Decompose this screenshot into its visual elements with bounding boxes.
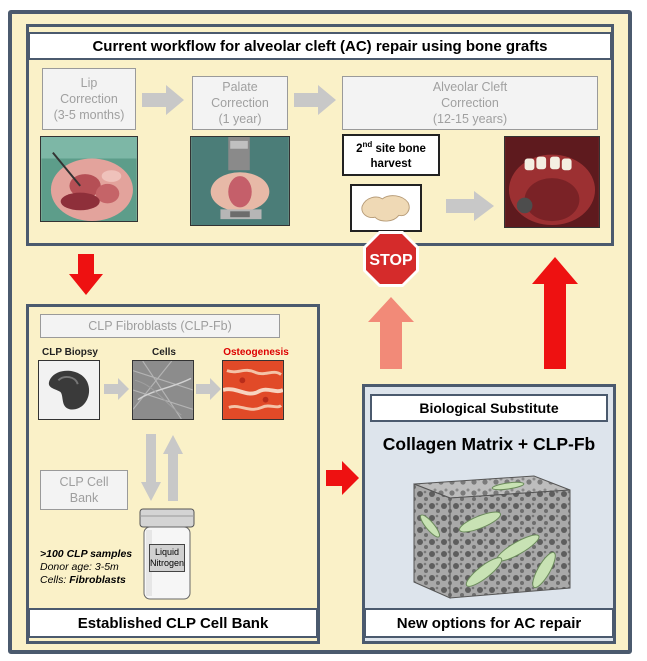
- biopsy-image: [39, 361, 99, 419]
- red-arrow-right: [326, 461, 359, 495]
- lip-surgery-image: [41, 137, 137, 221]
- cells-photo: [132, 360, 194, 420]
- bank-down-arrow: [141, 434, 161, 501]
- cell-bank-notes: >100 CLP samples Donor age: 3-5m Cells: …: [40, 548, 133, 587]
- biological-substitute-header: Biological Substitute: [370, 394, 608, 422]
- palate-surgery-photo: [190, 136, 290, 226]
- biopsy-photo: [38, 360, 100, 420]
- clp-fibroblasts-header: CLP Fibroblasts (CLP-Fb): [40, 314, 280, 338]
- alveolar-cleft-image: [505, 137, 599, 227]
- palate-surgery-image: [191, 137, 289, 225]
- osteogenesis-label: Osteogenesis: [223, 347, 289, 358]
- current-workflow-title: Current workflow for alveolar cleft (AC)…: [28, 32, 612, 60]
- workflow-arrow-2: [294, 85, 336, 115]
- collagen-matrix-headline: Collagen Matrix + CLP-Fb: [382, 434, 596, 454]
- cells-to-osteo-arrow: [196, 378, 221, 400]
- bank-up-arrow: [163, 435, 183, 501]
- biopsy-to-cells-arrow: [104, 378, 129, 400]
- harvest-arrow: [446, 191, 494, 221]
- collagen-matrix-cube: [413, 475, 571, 599]
- bone-harvest-box: 2nd site bone harvest: [342, 134, 440, 176]
- osteogenesis-photo: [222, 360, 284, 420]
- workflow-arrow-1: [142, 85, 184, 115]
- stop-sign-text: STOP: [369, 252, 413, 269]
- red-arrow-down: [69, 254, 103, 295]
- salmon-arrow-up: [368, 297, 414, 369]
- biopsy-label: CLP Biopsy: [42, 347, 98, 358]
- cells-label: Cells: [152, 347, 176, 358]
- new-options-footer: New options for AC repair: [364, 608, 614, 638]
- alveolar-cleft-photo: [504, 136, 600, 228]
- osteogenesis-image: [223, 361, 283, 419]
- cell-bank-footer: Established CLP Cell Bank: [28, 608, 318, 638]
- red-arrow-up: [532, 257, 578, 369]
- stop-sign: STOP: [363, 231, 419, 287]
- lip-surgery-photo: [40, 136, 138, 222]
- cells-image: [133, 361, 193, 419]
- bone-graft-image: [350, 184, 422, 232]
- bone-graft-shape: [361, 195, 410, 222]
